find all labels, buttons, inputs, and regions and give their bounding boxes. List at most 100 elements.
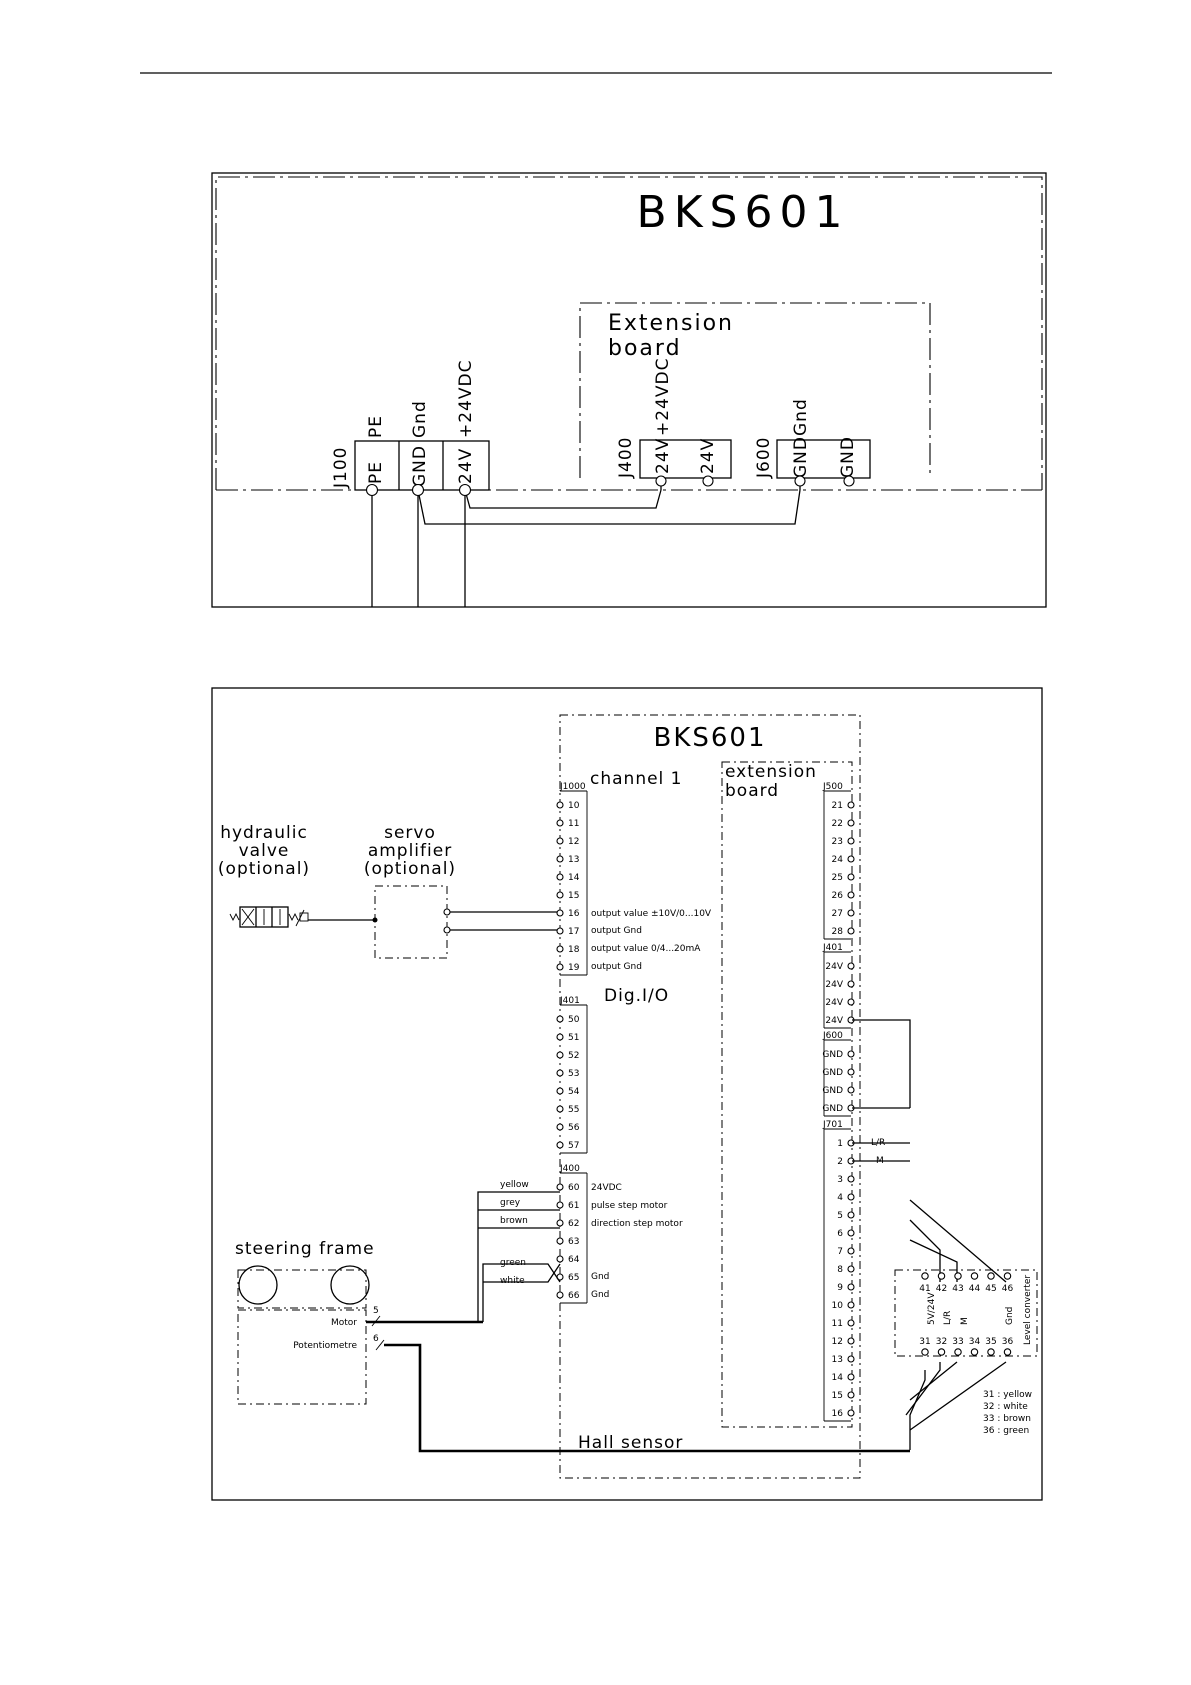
j500-pin-label: 21 xyxy=(832,801,843,811)
j401-right-pin-label: 24V xyxy=(825,980,843,990)
top-ext-title-2: board xyxy=(608,336,682,361)
j1000-pin-label: 15 xyxy=(568,891,579,901)
level-top-pin-label: 44 xyxy=(969,1284,981,1294)
level-converter xyxy=(894,1269,1038,1357)
j701-label: J701 xyxy=(822,1120,843,1130)
bottom-frame xyxy=(211,687,1043,1501)
bottom-diagram: BKS601 channel 1 extension board hydraul… xyxy=(211,687,1043,1501)
level-bottom-pin-label: 33 xyxy=(952,1337,963,1347)
top-title: BKS601 xyxy=(637,187,850,238)
j401-right-label: J401 xyxy=(822,943,843,953)
hall-label: Hall sensor xyxy=(578,1433,683,1453)
j401-left-pin-label: 51 xyxy=(568,1033,579,1043)
j400-pin-label: 62 xyxy=(568,1219,579,1229)
j400-pin xyxy=(556,1183,564,1191)
j701-pin-label: 9 xyxy=(837,1283,843,1293)
j400-desc-62: direction step motor xyxy=(591,1219,683,1229)
j701-pin xyxy=(847,1211,855,1219)
j500-pin xyxy=(847,801,855,809)
j100-signal-gnd: Gnd xyxy=(410,400,430,438)
j701-pin-label: 10 xyxy=(832,1301,844,1311)
j500-pin xyxy=(847,873,855,881)
level-top-pin xyxy=(954,1272,962,1280)
j1000-pin xyxy=(556,801,564,809)
j701-pin xyxy=(847,1265,855,1273)
j100-signal-pe: PE xyxy=(366,415,386,438)
digio-label: Dig.I/O xyxy=(604,986,669,1006)
hydraulic-2: valve xyxy=(239,841,290,861)
j701-pin xyxy=(847,1229,855,1237)
level-mid-gnd: Gnd xyxy=(1005,1307,1015,1325)
level-top-pin xyxy=(970,1272,979,1280)
j401-right-pin xyxy=(847,980,855,988)
level-bottom-pin xyxy=(970,1348,979,1356)
j1000-desc-18: output value 0/4...20mA xyxy=(591,944,701,954)
j400-pin-label: 65 xyxy=(568,1273,579,1283)
j600-pin-label: GND xyxy=(822,1068,843,1078)
ext-label-2: board xyxy=(725,781,779,801)
j701-pin-label: 15 xyxy=(832,1391,843,1401)
j401-right-pin-label: 24V xyxy=(825,962,843,972)
level-bottom-pin-label: 36 xyxy=(1002,1337,1014,1347)
j701-pin-label: 13 xyxy=(832,1355,843,1365)
j100-pin-24v: 24V xyxy=(456,448,476,484)
j100-pin-gnd: GND xyxy=(410,445,430,487)
level-bottom-pin xyxy=(1003,1348,1012,1356)
level-top-pin-label: 42 xyxy=(936,1284,947,1294)
motor-label: Motor xyxy=(331,1318,357,1328)
j1000-pin xyxy=(556,837,564,845)
j500-pin xyxy=(847,837,855,845)
level-mid-m: M xyxy=(960,1317,970,1325)
j400-top-label: J400 xyxy=(616,437,636,479)
level-bottom-pin xyxy=(921,1348,929,1356)
j400-pin xyxy=(556,1291,564,1299)
j701-pin xyxy=(847,1193,855,1201)
hydraulic-valve-icon xyxy=(229,906,309,928)
j401-left-pin-label: 57 xyxy=(568,1141,579,1151)
j400-top-pin-2: 24V xyxy=(698,438,718,474)
j600-top-label: J600 xyxy=(754,437,774,479)
hall-cable xyxy=(384,1343,910,1453)
j400-pin-label: 60 xyxy=(568,1183,580,1193)
j400-top-block xyxy=(639,439,732,479)
j500-label: J500 xyxy=(822,782,843,792)
top-diagram: BKS601 Extension board J100 PE GND 24V P… xyxy=(211,172,1047,608)
j400-pin-label: 63 xyxy=(568,1237,579,1247)
j701-pin xyxy=(847,1319,855,1327)
j701-pin-label: 14 xyxy=(832,1373,844,1383)
j400-desc-61: pulse step motor xyxy=(591,1201,668,1211)
level-top-pin-label: 45 xyxy=(985,1284,996,1294)
top-ext-title-1: Extension xyxy=(608,311,734,336)
j400-desc-66: Gnd xyxy=(591,1290,609,1300)
wire-yellow: yellow xyxy=(500,1180,529,1190)
j600-top-block xyxy=(776,439,871,479)
channel-label: channel 1 xyxy=(590,769,683,789)
level-bottom-pin-label: 34 xyxy=(969,1337,981,1347)
j401-left-pin xyxy=(556,1105,564,1113)
j400-top-signal: +24VDC xyxy=(653,358,673,436)
j500-pin-label: 24 xyxy=(832,855,844,865)
j500-pin-label: 22 xyxy=(832,819,843,829)
j401-left-pin xyxy=(556,1051,564,1059)
level-bottom-pin xyxy=(987,1348,995,1356)
j701-pin xyxy=(847,1391,855,1399)
j701-pin-label: 12 xyxy=(832,1337,843,1347)
j701-pin xyxy=(847,1175,855,1183)
j701-pin-label: 2 xyxy=(837,1157,843,1167)
j600-pin-label: GND xyxy=(822,1104,843,1114)
j600-top-pin-2: GND xyxy=(838,436,858,478)
j400-top-pin-1: 24V xyxy=(653,438,673,474)
j1000-pin-label: 18 xyxy=(568,945,580,955)
level-top-pin-label: 41 xyxy=(919,1284,930,1294)
j400-pin xyxy=(556,1219,564,1227)
j500-pin-label: 25 xyxy=(832,873,843,883)
top-module-outline xyxy=(215,176,1043,490)
j1000-pin xyxy=(556,819,564,827)
level-bottom-pin-label: 32 xyxy=(936,1337,947,1347)
j401-left-label: J401 xyxy=(559,996,580,1006)
j701-pin-label: 8 xyxy=(837,1265,843,1275)
j1000-desc-19: output Gnd xyxy=(591,962,642,972)
j701-pin xyxy=(847,1373,855,1381)
extension-board xyxy=(721,761,853,1428)
j1000-pin-label: 19 xyxy=(568,963,580,973)
